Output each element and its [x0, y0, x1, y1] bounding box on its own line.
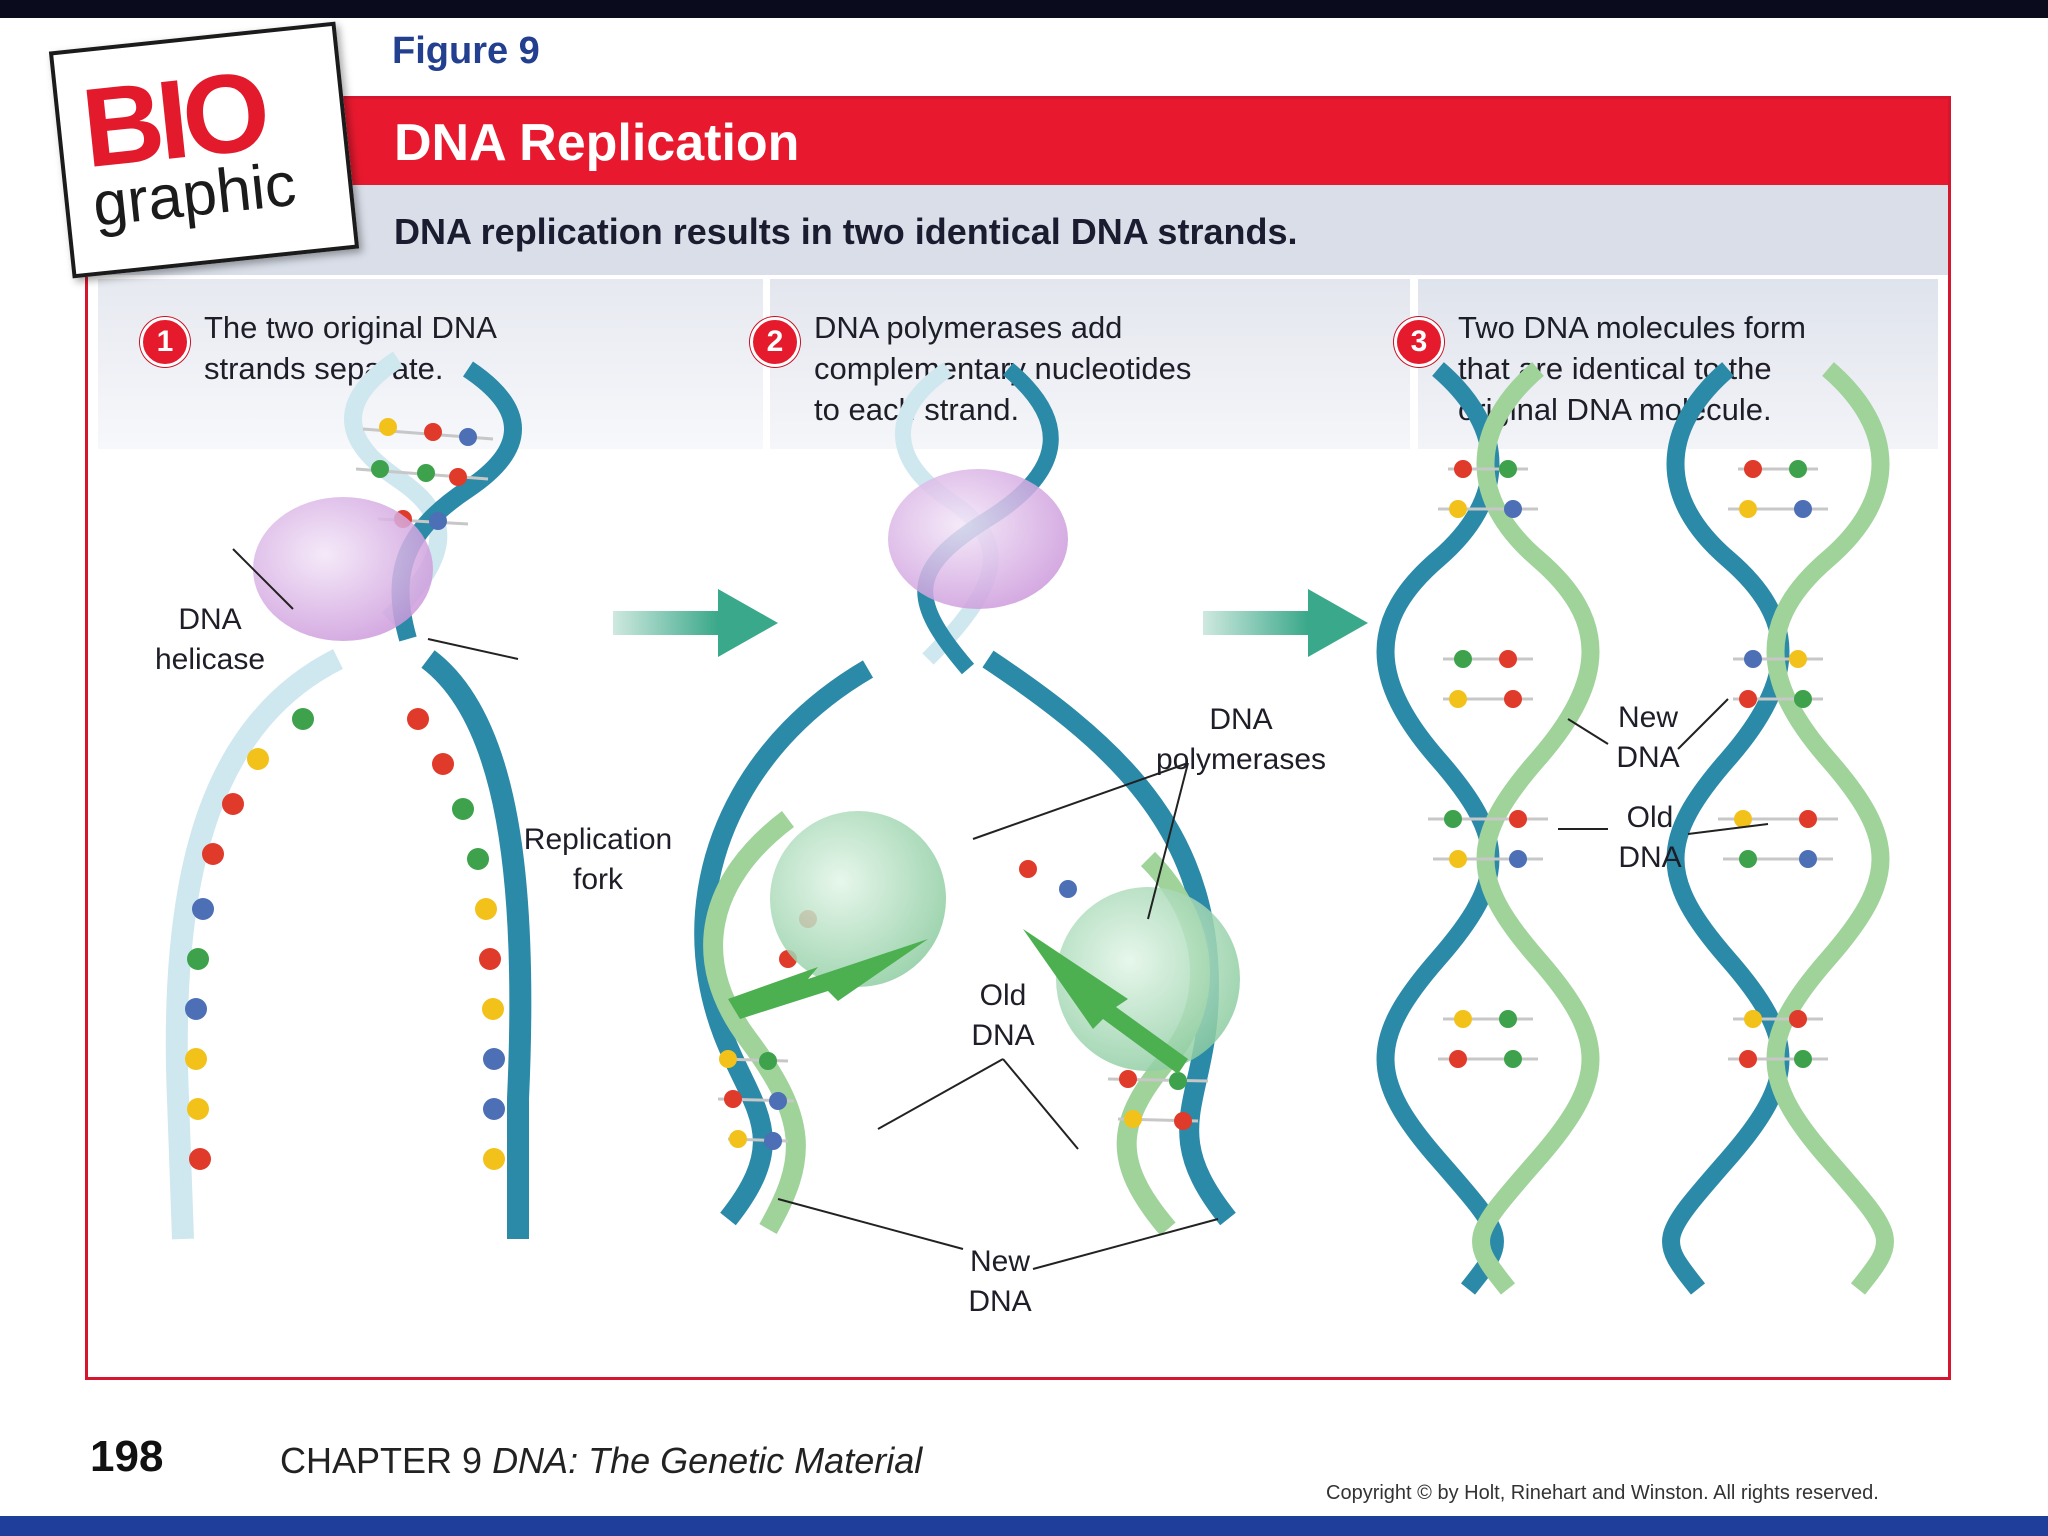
old-dna-right-label-line-1: Old: [1627, 801, 1674, 834]
figure-label: Figure 9: [392, 30, 540, 72]
new-dna-mid-label-line-1: New: [970, 1245, 1030, 1278]
panel-3-molecule-left: [1376, 362, 1600, 1295]
step-2-line-1: DNA polymerases add: [814, 310, 1123, 345]
step-1-number-badge: 1: [140, 317, 190, 367]
helicase-label-line-2: helicase: [155, 643, 265, 676]
bottom-border-bar: [0, 1516, 2048, 1536]
step-1-line-1: The two original DNA: [204, 310, 497, 345]
labels: DNA helicase Replication fork DNA polyme…: [155, 603, 1682, 1318]
step-1-text: The two original DNA strands separate.: [204, 307, 497, 389]
step-2-band: [770, 279, 1410, 449]
polymerase-left: [770, 811, 946, 987]
copyright-notice: Copyright © by Holt, Rinehart and Winsto…: [1326, 1482, 1879, 1504]
figure-subtitle: DNA replication results in two identical…: [394, 211, 1298, 252]
panel-3-molecule-right: [1558, 362, 1894, 1295]
new-dna-right-label-line-2: DNA: [1616, 741, 1679, 774]
step-2-number-badge: 2: [750, 317, 800, 367]
chapter-title: DNA: The Genetic Material: [492, 1440, 923, 1481]
figure-frame: DNA Replication DNA replication results …: [85, 96, 1951, 1380]
polymerase-right: [1056, 887, 1240, 1071]
new-dna-right-label-line-1: New: [1618, 701, 1678, 734]
page-number: 198: [90, 1432, 164, 1481]
helicase-enzyme-2: [888, 469, 1068, 609]
figure-title: DNA Replication: [394, 114, 800, 172]
step-1-line-2: strands separate.: [204, 351, 444, 386]
old-dna-mid-label-line-1: Old: [980, 979, 1027, 1012]
polymerases-label-line-2: polymerases: [1156, 743, 1326, 776]
step-3-number-badge: 3: [1394, 317, 1444, 367]
fork-label-line-2: fork: [573, 863, 624, 896]
step-arrow-1: [613, 589, 778, 657]
fork-label-line-1: Replication: [524, 823, 672, 856]
helicase-label-line-1: DNA: [178, 603, 241, 636]
old-dna-mid-label-line-2: DNA: [971, 1019, 1034, 1052]
panel-2-helix: [694, 362, 1240, 1270]
step-2-text: DNA polymerases add complementary nucleo…: [814, 307, 1191, 430]
replication-diagram: DNA helicase Replication fork DNA polyme…: [155, 351, 1894, 1318]
old-dna-right-label-line-2: DNA: [1618, 841, 1681, 874]
chapter-heading: CHAPTER 9 DNA: The Genetic Material: [280, 1440, 922, 1482]
polymerases-label-line-1: DNA: [1209, 703, 1272, 736]
step-arrow-2: [1203, 589, 1368, 657]
new-dna-mid-label-line-2: DNA: [968, 1285, 1031, 1318]
top-border-bar: [0, 0, 2048, 18]
step-3-line-1: Two DNA molecules form: [1458, 310, 1806, 345]
step-2-line-2: complementary nucleotides: [814, 351, 1192, 386]
step-1-band: [98, 279, 763, 449]
biographic-logo: BIO graphic: [48, 21, 360, 279]
subtitle-band: [88, 185, 1948, 275]
panel-1-helix: [165, 351, 532, 1240]
chapter-number: CHAPTER 9: [280, 1440, 483, 1481]
helicase-enzyme: [253, 497, 433, 641]
title-banner: DNA Replication: [88, 99, 1948, 185]
